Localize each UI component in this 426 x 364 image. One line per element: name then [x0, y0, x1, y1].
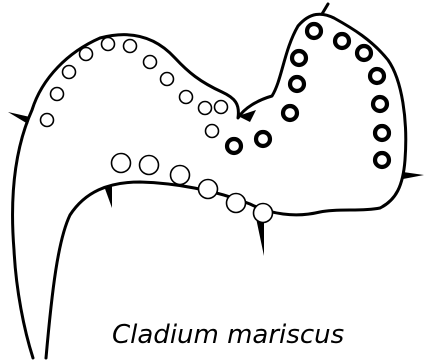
bundle-circle [199, 180, 218, 199]
bundles-right-lobe [227, 24, 389, 167]
lower-left-marker [104, 186, 112, 208]
bundle-circle [102, 38, 115, 51]
bundle-thick-circle [307, 24, 321, 38]
bundle-circle [215, 101, 228, 114]
bundle-thick-circle [370, 69, 384, 83]
bundle-circle [51, 88, 64, 101]
bundle-circle [124, 40, 137, 53]
bundle-circle [41, 114, 54, 127]
left-edge-marker [8, 112, 30, 124]
bundle-circle [180, 91, 193, 104]
bundle-circle [140, 156, 159, 175]
bundle-thick-circle [256, 132, 270, 146]
bundle-thick-circle [375, 126, 389, 140]
bundle-circle [199, 102, 212, 115]
bundle-thick-circle [357, 46, 371, 60]
bundle-circle [80, 48, 93, 61]
bundle-circle [254, 204, 273, 223]
bundle-thick-circle [292, 51, 306, 65]
bundle-thick-circle [335, 34, 349, 48]
bundle-circle [63, 66, 76, 79]
bundle-circle [112, 154, 131, 173]
bundle-circle [206, 125, 219, 138]
bundle-circle [144, 56, 157, 69]
right-edge-marker [403, 172, 424, 179]
bundles-upper-arc [41, 38, 228, 138]
bundle-thick-circle [375, 153, 389, 167]
apex-tick [322, 4, 328, 14]
bundle-circle [161, 73, 174, 86]
bundle-thick-circle [290, 77, 304, 91]
bundle-circle [227, 194, 246, 213]
species-label: Cladium mariscus [112, 320, 344, 350]
bundle-thick-circle [283, 106, 297, 120]
notch-marker [238, 110, 256, 122]
lower-mid-marker [256, 218, 264, 256]
bundle-thick-circle [227, 139, 241, 153]
bundle-thick-circle [373, 97, 387, 111]
bundle-circle [171, 166, 190, 185]
